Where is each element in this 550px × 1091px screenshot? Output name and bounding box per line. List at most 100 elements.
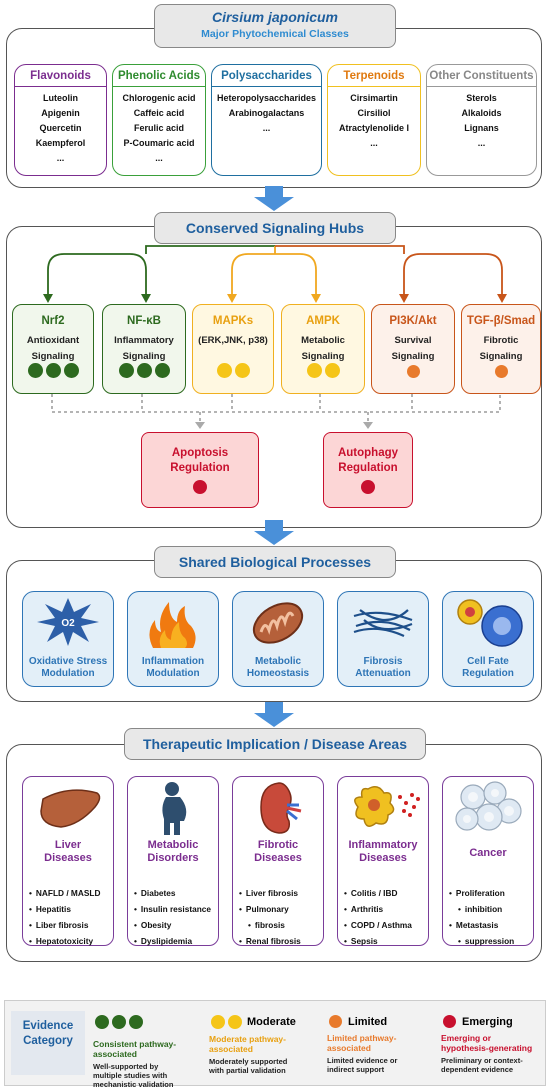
legend-name: Emerging or xyxy=(441,1033,492,1043)
class-title: Polysaccharides xyxy=(212,65,321,87)
disease-item: Hepatotoxicity xyxy=(29,933,111,949)
process-label: Oxidative Stress xyxy=(28,656,108,667)
disease-item: inhibition xyxy=(449,901,531,917)
legend-title-line: Category xyxy=(23,1035,73,1047)
class-box-flavonoids: Flavonoids Luteolin Apigenin Quercetin K… xyxy=(14,64,107,176)
hub-sub: Signaling xyxy=(391,351,435,362)
regulation-connectors xyxy=(51,394,501,429)
disease-label: Liver xyxy=(54,839,82,851)
legend-title-line: Evidence xyxy=(22,1020,74,1032)
evidence-dots xyxy=(193,363,273,383)
disease-label: Diseases xyxy=(254,852,302,864)
hub-name: NF-κB xyxy=(127,315,161,327)
process-label: Metabolic xyxy=(254,656,302,667)
disease-item: Insulin resistance xyxy=(134,901,216,917)
kidney-icon xyxy=(260,782,302,834)
oxidative-stress-icon: O2 xyxy=(37,598,99,646)
class-box-polysaccharides: Polysaccharides Heteropolysaccharides Ar… xyxy=(211,64,322,176)
legend-desc: multiple studies with xyxy=(93,1071,168,1080)
disease-item: NAFLD / MASLD xyxy=(29,885,111,901)
processes-header: Shared Biological Processes xyxy=(154,546,396,578)
hub-name: TGF-β/Smad xyxy=(466,315,536,327)
class-title: Other Constituents xyxy=(427,65,536,87)
fibers-icon xyxy=(353,609,413,637)
class-item: Kaempferol xyxy=(35,138,86,148)
class-item: Atractylenolide I xyxy=(338,123,410,133)
class-item: Lignans xyxy=(464,123,499,133)
hub-sub: (ERK,JNK, p38) xyxy=(198,335,268,346)
class-item: ... xyxy=(56,153,65,163)
o2-label: O2 xyxy=(61,618,75,629)
cells-icon xyxy=(457,599,523,647)
hub-sub: Antioxidant xyxy=(26,335,80,346)
disease-item: Sepsis xyxy=(344,933,426,949)
legend-desc: dependent evidence xyxy=(441,1065,514,1074)
legend-name: hypothesis-generating xyxy=(441,1043,533,1053)
disease-label: Cancer xyxy=(469,847,507,859)
disease-item: Proliferation xyxy=(449,885,531,901)
process-label: Homeostasis xyxy=(246,668,310,679)
class-item: Arabinogalactans xyxy=(228,108,305,118)
disease-item: Liver fibrosis xyxy=(239,885,321,901)
legend: Evidence Category Consistent pathway-ass… xyxy=(4,1000,546,1089)
disease-label: Diseases xyxy=(359,852,407,864)
regulation-label: Autophagy xyxy=(337,447,399,459)
class-title: Terpenoids xyxy=(328,65,420,87)
immune-cell-icon xyxy=(354,786,420,827)
legend-desc: Limited evidence or xyxy=(327,1056,398,1065)
disease-item: Diabetes xyxy=(134,885,216,901)
disease-label: Metabolic xyxy=(147,839,199,851)
hub-name: MAPKs xyxy=(212,315,254,327)
process-label: Modulation xyxy=(41,668,95,679)
legend-title: Evidence Category xyxy=(11,1011,85,1075)
class-box-terpenoids: Terpenoids Cirsimartin Cirsiliol Atracty… xyxy=(327,64,421,176)
down-arrow-icon xyxy=(254,186,294,211)
disease-item: Arthritis xyxy=(344,901,426,917)
legend-label: Limited xyxy=(348,1015,388,1028)
class-item: Luteolin xyxy=(43,93,78,103)
hub-sub: Signaling xyxy=(122,351,166,362)
hub-sub: Signaling xyxy=(31,351,75,362)
hub-name: AMPK xyxy=(306,315,340,327)
hub-name: PI3K/Akt xyxy=(389,315,437,327)
regulation-label: Apoptosis xyxy=(171,447,229,459)
hub-name: Nrf2 xyxy=(41,315,65,327)
disease-item: fibrosis xyxy=(239,917,321,933)
class-item: Chlorogenic acid xyxy=(122,93,196,103)
disease-cancer: Cancer Proliferation inhibition Metastas… xyxy=(442,776,534,946)
class-item: ... xyxy=(477,138,486,148)
apoptosis-regulation-box: Apoptosis Regulation xyxy=(141,432,259,508)
regulation-label: Regulation xyxy=(338,462,398,474)
class-title: Flavonoids xyxy=(15,65,106,87)
legend-desc: Moderately supported xyxy=(209,1057,288,1066)
title-box: Cirsium japonicum Major Phytochemical Cl… xyxy=(154,4,396,48)
disease-label: Inflammatory xyxy=(348,839,418,851)
disease-item: COPD / Asthma xyxy=(344,917,426,933)
class-title: Phenolic Acids xyxy=(113,65,205,87)
process-label: Cell Fate xyxy=(467,656,509,667)
legend-name: associated xyxy=(209,1044,253,1054)
class-item: P-Coumaric acid xyxy=(123,138,195,148)
legend-label: Moderate xyxy=(247,1016,296,1028)
disease-item: Hepatitis xyxy=(29,901,111,917)
hub-mapks: MAPKs (ERK,JNK, p38) xyxy=(192,304,274,394)
obese-person-icon xyxy=(162,782,187,835)
disease-item: Obesity xyxy=(134,917,216,933)
process-label: Inflammation xyxy=(141,656,205,667)
hub-sub: Fibrotic xyxy=(483,335,519,346)
hub-sub: Metabolic xyxy=(301,335,345,346)
process-label: Modulation xyxy=(146,668,200,679)
legend-name: Consistent pathway- xyxy=(93,1039,177,1049)
hub-sub: Signaling xyxy=(479,351,523,362)
disease-item: Renal fibrosis xyxy=(239,933,321,949)
legend-limited: Limited Limited pathway-associated Limit… xyxy=(327,1015,429,1074)
